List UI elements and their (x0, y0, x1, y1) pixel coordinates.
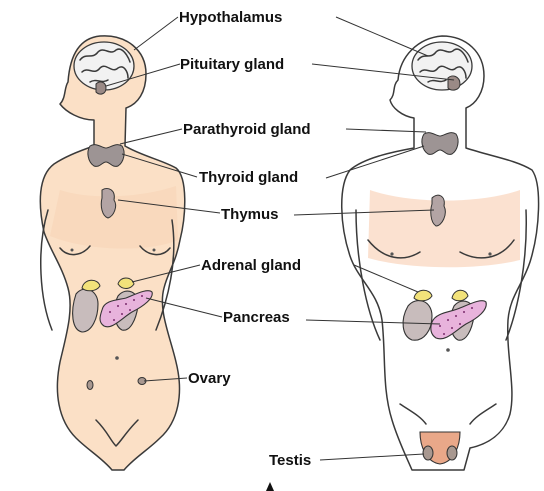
label-ovary: Ovary (188, 370, 231, 387)
female-pituitary-gland (96, 82, 106, 94)
male-thymus (431, 195, 445, 226)
male-nipple-right (488, 252, 491, 255)
bottom-caret-mark (266, 482, 274, 491)
female-ovary-left (87, 381, 93, 390)
male-figure (342, 36, 539, 470)
male-navel (446, 348, 450, 352)
male-adrenal-right (452, 290, 468, 301)
female-nipple-left (71, 249, 74, 252)
label-thymus: Thymus (221, 206, 279, 223)
male-thyroid-gland (422, 133, 458, 155)
male-pituitary-gland (448, 76, 460, 90)
male-nipple-left (390, 252, 393, 255)
label-adrenal-gland: Adrenal gland (201, 257, 301, 274)
male-testis-right (447, 446, 457, 460)
label-parathyroid-gland: Parathyroid gland (183, 121, 311, 138)
label-pancreas: Pancreas (223, 309, 290, 326)
female-nipple-right (153, 249, 156, 252)
label-thyroid-gland: Thyroid gland (199, 169, 298, 186)
male-brain (412, 42, 472, 90)
female-navel (115, 356, 119, 360)
female-adrenal-right (118, 278, 134, 289)
male-testis-left (423, 446, 433, 460)
male-groin-lines (400, 404, 496, 424)
male-kidney-left (403, 301, 432, 341)
label-hypothalamus: Hypothalamus (179, 9, 282, 26)
female-figure (40, 36, 184, 470)
label-pituitary-gland: Pituitary gland (180, 56, 284, 73)
label-testis: Testis (269, 452, 311, 469)
female-thymus (101, 188, 115, 218)
